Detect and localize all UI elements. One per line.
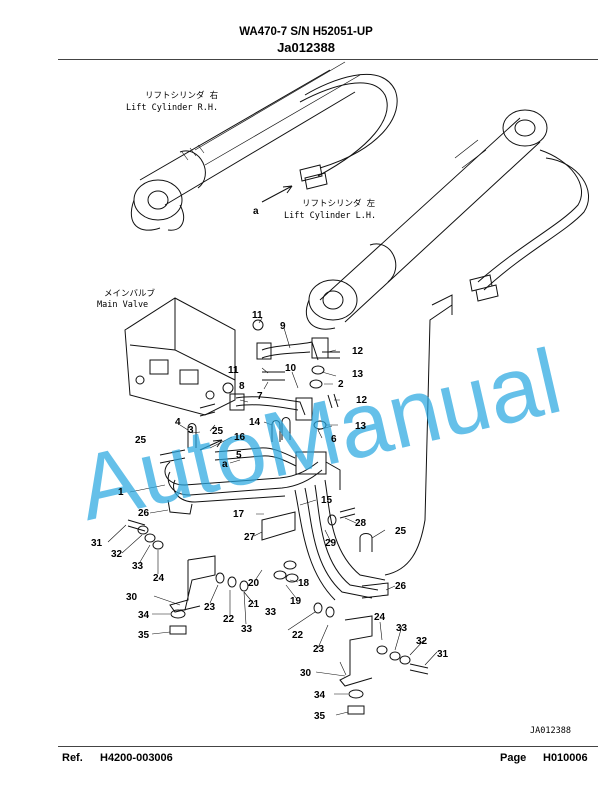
callout-11: 11 [228,365,239,376]
callout-26: 26 [395,581,407,592]
callout-4: 4 [175,417,181,428]
callout-35: 35 [138,630,150,641]
callout-33: 33 [241,624,253,635]
callout-view-a: a [222,459,228,470]
callout-23: 23 [204,602,216,613]
callout-12: 12 [356,395,368,406]
callout-24: 24 [374,612,386,623]
ref-value: H4200-003006 [100,752,173,764]
callout-24: 24 [153,573,165,584]
callout-20: 20 [248,578,260,589]
callout-25: 25 [135,435,147,446]
callout-28: 28 [355,518,367,529]
callout-34: 34 [138,610,150,621]
callout-8: 8 [239,381,245,392]
callout-25: 25 [212,426,224,437]
callout-numbers: 11 9 12 11 10 13 2 8 7 12 4 3 25 25 16 1… [91,310,449,722]
label-lift-cylinder-rh-jp: リフトシリンダ 右 [145,90,218,101]
callout-23: 23 [313,644,325,655]
label-lift-cylinder-lh-jp: リフトシリンダ 左 [302,198,376,209]
callout-14: 14 [249,417,261,428]
callout-13: 13 [355,421,367,432]
callout-9: 9 [280,321,286,332]
part-labels: リフトシリンダ 右 Lift Cylinder R.H. リフトシリンダ 左 L… [97,90,571,736]
tube-bundle [159,304,453,601]
label-lift-cylinder-lh-en: Lift Cylinder L.H. [284,211,376,221]
label-lift-cylinder-rh-en: Lift Cylinder R.H. [126,103,218,113]
callout-33: 33 [132,561,144,572]
hoses-lh [431,149,589,315]
callout-6: 6 [331,434,337,445]
ref-label: Ref. [62,752,83,764]
callout-2: 2 [338,379,344,390]
callout-5: 5 [236,450,242,461]
callout-33: 33 [396,623,408,634]
callout-32: 32 [416,636,428,647]
callout-18: 18 [298,578,310,589]
callout-21: 21 [248,599,260,610]
callout-35: 35 [314,711,326,722]
fasteners [127,319,429,715]
callout-22: 22 [223,614,235,625]
callout-29: 29 [325,538,337,549]
callout-25: 25 [395,526,407,537]
lift-cylinder-rh [130,61,361,231]
callout-34: 34 [314,690,326,701]
callout-26: 26 [138,508,150,519]
callout-3: 3 [188,425,194,436]
callout-16: 16 [234,432,246,443]
callout-30: 30 [300,668,312,679]
label-main-valve-en: Main Valve [97,300,148,310]
callout-12: 12 [352,346,364,357]
callout-7: 7 [257,391,263,402]
footer-divider [58,746,598,747]
drawing-code: JA012388 [530,726,571,736]
callout-1: 1 [118,487,124,498]
callout-22: 22 [292,630,304,641]
label-main-valve-jp: メインバルブ [104,288,156,299]
callout-32: 32 [111,549,123,560]
callout-31: 31 [91,538,103,549]
clamps-brackets [167,417,389,687]
line-art [107,61,589,716]
callout-11: 11 [252,310,263,321]
callout-27: 27 [244,532,256,543]
callout-15: 15 [321,495,333,506]
hoses-rh [299,73,398,190]
page-value: H010006 [543,752,588,764]
callout-33: 33 [265,607,277,618]
label-view-a-top: a [253,206,259,217]
callout-31: 31 [437,649,449,660]
callout-30: 30 [126,592,138,603]
callout-10: 10 [285,363,297,374]
header-divider [58,59,598,60]
lift-cylinder-lh [305,109,548,330]
leader-lines [107,317,438,716]
callout-19: 19 [290,596,302,607]
view-arrows [199,185,293,451]
page-label: Page [500,752,527,764]
callout-13: 13 [352,369,364,380]
callout-17: 17 [233,509,245,520]
main-valve [124,297,236,416]
model-serial-title: WA470-7 S/N H52051-UP [239,26,373,38]
figure-code: Ja012388 [277,40,335,55]
tubes-upper [229,337,329,421]
